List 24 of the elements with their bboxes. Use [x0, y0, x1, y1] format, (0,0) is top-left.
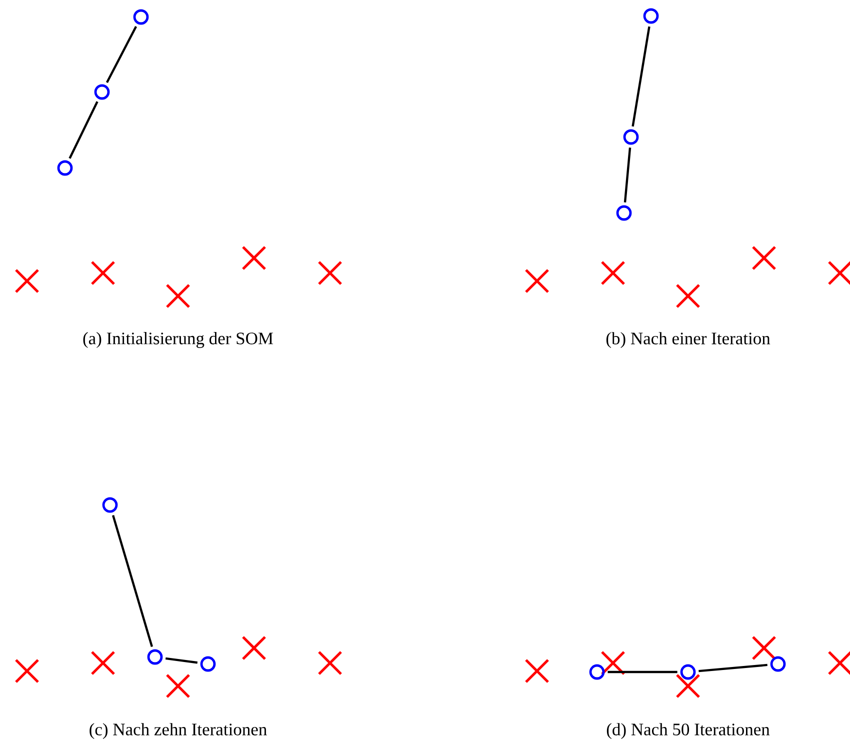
subfigure-caption: (b) Nach einer Iteration	[606, 332, 770, 348]
som-neuron	[623, 129, 639, 145]
connection-line	[698, 664, 768, 672]
subfigure-caption: (c) Nach zehn Iterationen	[90, 723, 267, 739]
som-neuron	[680, 664, 696, 680]
som-neuron	[589, 664, 605, 680]
connection-line	[624, 148, 632, 202]
subfigure-caption: (d) Nach 50 Iterationen	[606, 723, 770, 739]
som-neuron	[616, 205, 632, 221]
connection-line	[165, 657, 198, 664]
connection-line	[106, 26, 138, 84]
som-neuron	[102, 497, 118, 513]
som-neuron	[133, 9, 149, 25]
som-neuron	[770, 656, 786, 672]
som-neuron	[94, 84, 110, 100]
connection-line	[112, 514, 154, 648]
som-neuron	[57, 160, 73, 176]
som-neuron	[147, 649, 163, 665]
som-neuron	[643, 8, 659, 24]
connection-line	[68, 101, 98, 159]
som-neuron	[200, 656, 216, 672]
connection-line	[608, 670, 678, 674]
connection-line	[632, 26, 650, 127]
subfigure-caption: (a) Initialisierung der SOM	[83, 332, 274, 348]
